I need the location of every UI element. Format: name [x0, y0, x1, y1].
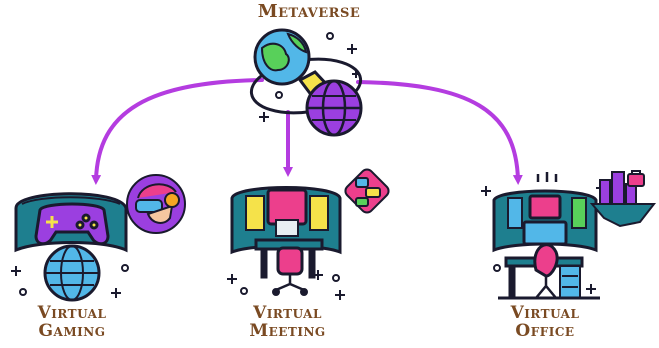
node-label-line1: Virtual — [510, 303, 580, 323]
globe-icon — [43, 244, 101, 302]
node-label-line1: Virtual — [253, 303, 322, 323]
node-label-gaming: Virtual Gaming — [22, 303, 122, 341]
office-desk-icon — [492, 172, 600, 300]
metaverse-title: Metaverse — [257, 1, 361, 22]
arrow-to-office — [356, 80, 523, 185]
gamepad-icon — [34, 202, 110, 246]
chat-bubbles-icon — [344, 168, 390, 214]
node-label-office: Virtual Office — [495, 303, 595, 341]
node-label-line2: Office — [515, 320, 575, 341]
arrow-to-gaming — [91, 78, 264, 185]
vr-headset-icon — [126, 174, 186, 234]
node-label-line2: Gaming — [38, 320, 106, 341]
metaverse-globes-icon — [249, 28, 363, 137]
city-island-icon — [589, 170, 657, 228]
sparkle-icon — [11, 32, 604, 300]
node-label-line1: Virtual — [37, 303, 107, 323]
node-label-meeting: Virtual Meeting — [230, 303, 345, 341]
gaming-illustration — [14, 192, 128, 302]
node-label-line2: Meeting — [249, 320, 326, 341]
meeting-desk-icon — [230, 186, 342, 296]
